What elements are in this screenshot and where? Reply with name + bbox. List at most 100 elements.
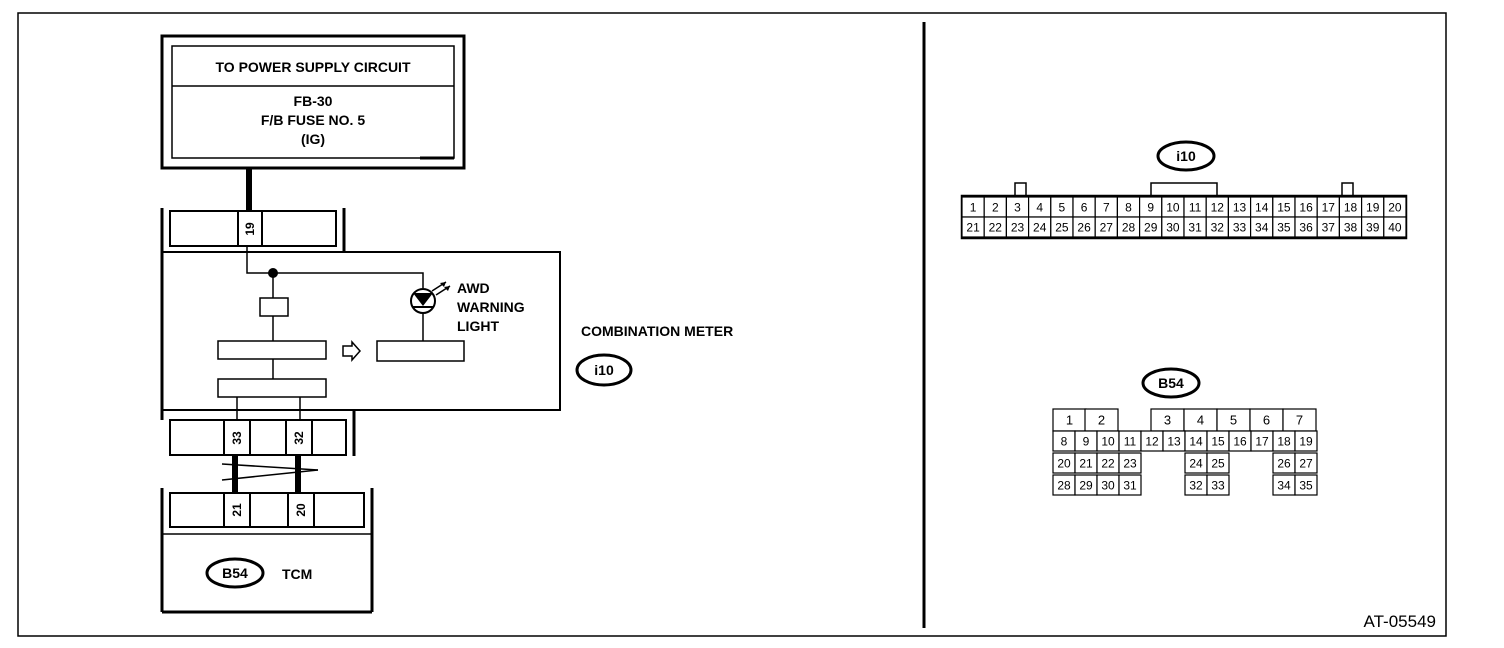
pin-label: 7 [1103, 201, 1110, 215]
pin-cell [1206, 452, 1230, 474]
power-supply-label: TO POWER SUPPLY CIRCUIT [216, 59, 411, 75]
pin-label: 38 [1344, 221, 1358, 235]
pin-label: 39 [1366, 221, 1380, 235]
pin-label: 25 [1055, 221, 1069, 235]
pin-cell [1294, 430, 1318, 452]
pin-label: 2 [992, 201, 999, 215]
tcm-connector-badge-text: B54 [222, 565, 248, 581]
pin-label: 18 [1277, 435, 1291, 449]
warning-light-line-2: WARNING [457, 299, 525, 315]
pin-label: 21 [1079, 457, 1093, 471]
pin-label: 12 [1211, 201, 1225, 215]
pin-label: 32 [1211, 221, 1225, 235]
pin-label: 26 [1277, 457, 1291, 471]
pin-label: 15 [1277, 201, 1291, 215]
pin-label: 24 [1033, 221, 1047, 235]
pin-label: 14 [1189, 435, 1203, 449]
pin-label: 28 [1057, 479, 1071, 493]
pin-label: 20 [1057, 457, 1071, 471]
pin-label: 27 [1100, 221, 1114, 235]
pin-label: 22 [1101, 457, 1115, 471]
pin-label: 18 [1344, 201, 1358, 215]
pin-label: 29 [1079, 479, 1093, 493]
fuse-label-line-3: (IG) [301, 131, 325, 147]
pin-label: 22 [989, 221, 1003, 235]
connector-b54-label: B54 [1158, 375, 1184, 391]
pin-cell [1118, 474, 1142, 496]
pin-label: 12 [1145, 435, 1159, 449]
figure-code: AT-05549 [1364, 612, 1436, 631]
pin-label: 14 [1255, 201, 1269, 215]
warning-lamp-icon [410, 281, 451, 314]
pin-label: 11 [1124, 435, 1137, 449]
terminal-20-label: 20 [294, 503, 308, 517]
pin-label: 6 [1263, 413, 1270, 428]
twisted-pair-wires [221, 455, 319, 493]
pin-label: 35 [1299, 479, 1313, 493]
pin-label: 33 [1211, 479, 1225, 493]
pin-cell [1294, 452, 1318, 474]
pin-cell [1206, 474, 1230, 496]
pin-label: 4 [1197, 413, 1204, 428]
pin-label: 4 [1036, 201, 1043, 215]
pin-label: 30 [1166, 221, 1180, 235]
pin-label: 40 [1388, 221, 1402, 235]
pin-label: 10 [1101, 435, 1115, 449]
tcm-connector: 21 20 [160, 488, 374, 614]
pin-label: 16 [1233, 435, 1247, 449]
pin-label: 19 [1299, 435, 1313, 449]
meter-connector-badge: i10 [575, 353, 633, 387]
combination-meter-body: AWD WARNING LIGHT [160, 246, 561, 420]
pin-label: 2 [1098, 413, 1105, 428]
meter-connector-top: 19 [160, 208, 346, 252]
pin-label: 34 [1277, 479, 1291, 493]
pin-label: 31 [1188, 221, 1202, 235]
pin-label: 17 [1322, 201, 1336, 215]
pin-label: 20 [1388, 201, 1402, 215]
pin-label: 21 [966, 221, 980, 235]
pin-label: 3 [1014, 201, 1021, 215]
pin-label: 8 [1125, 201, 1132, 215]
pin-label: 37 [1322, 221, 1336, 235]
fuse-label-line-2: F/B FUSE NO. 5 [261, 112, 365, 128]
pin-label: 34 [1255, 221, 1269, 235]
pin-label: 35 [1277, 221, 1291, 235]
arrow-right-icon [342, 340, 362, 362]
pin-cell [1383, 216, 1407, 238]
pin-label: 30 [1101, 479, 1115, 493]
connector-i10-label: i10 [1176, 148, 1196, 164]
pin-label: 8 [1061, 435, 1068, 449]
pin-label: 9 [1083, 435, 1090, 449]
pin-label: 32 [1189, 479, 1203, 493]
pin-label: 29 [1144, 221, 1158, 235]
pin-label: 16 [1299, 201, 1313, 215]
combination-meter-label: COMBINATION METER [581, 323, 733, 339]
pin-label: 6 [1081, 201, 1088, 215]
pin-label: 1 [1066, 413, 1073, 428]
pin-label: 19 [1366, 201, 1380, 215]
pin-label: 15 [1211, 435, 1225, 449]
pin-label: 3 [1164, 413, 1171, 428]
terminal-33-label: 33 [230, 431, 244, 445]
pin-label: 28 [1122, 221, 1136, 235]
terminal-32-label: 32 [292, 431, 306, 445]
warning-light-line-3: LIGHT [457, 318, 499, 334]
pin-label: 13 [1233, 201, 1247, 215]
terminal-19-label: 19 [243, 222, 257, 236]
pin-label: 10 [1166, 201, 1180, 215]
pin-label: 7 [1296, 413, 1303, 428]
pin-label: 23 [1011, 221, 1025, 235]
warning-light-line-1: AWD [457, 280, 490, 296]
pin-cell [1294, 474, 1318, 496]
power-supply-box: TO POWER SUPPLY CIRCUIT FB-30 F/B FUSE N… [160, 34, 466, 170]
pin-label: 36 [1299, 221, 1313, 235]
pin-label: 13 [1167, 435, 1181, 449]
pin-label: 31 [1123, 479, 1137, 493]
pin-label: 33 [1233, 221, 1247, 235]
terminal-21-label: 21 [230, 503, 244, 517]
fuse-label-line-1: FB-30 [294, 93, 333, 109]
pin-label: 11 [1189, 201, 1202, 215]
